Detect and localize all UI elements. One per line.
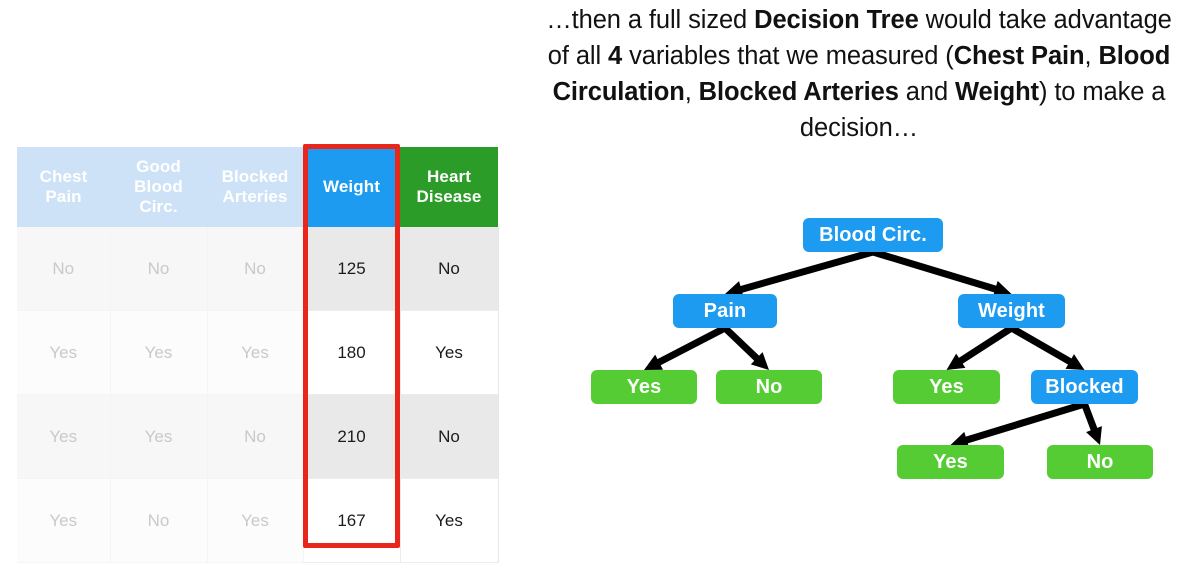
tree-node-label: Yes [626,375,662,398]
tree-node-weight-yes: Yes [893,370,1000,404]
tree-node-blocked: Blocked [1031,370,1138,404]
tree-node-blocked-no: No [1047,445,1153,479]
caption-emphasis: Chest Pain [953,42,1085,70]
tree-edge-arrowhead [992,280,1012,298]
tree-edge-arrowhead [950,431,970,449]
caption-emphasis: 4 [608,42,623,70]
tree-node-label: Yes [929,375,964,398]
tree-edge-line [722,325,765,367]
caption-segment: would take advantage of all [547,6,1172,70]
column-header-weight: Weight [303,147,400,227]
caption-segment: , [1084,42,1099,70]
tree-node-blocked-yes: Yes [897,445,1004,479]
tree-node-pain-yes: Yes [591,370,697,404]
cell-weight: 210 [303,394,401,479]
tree-node-weight: Weight [958,294,1065,328]
caption-emphasis: Weight [955,78,1039,106]
cell-heart-disease: No [400,394,499,479]
tree-node-label: Weight [978,299,1045,322]
table-row: No No No 125 No [17,227,499,311]
tree-node-label: No [1086,450,1114,473]
cell-heart-disease: Yes [400,310,499,395]
table-row: Yes Yes Yes 180 Yes [17,310,499,395]
cell-good-blood-circ: No [110,478,208,563]
tree-edge-line [650,324,727,369]
tree-edge-line [1009,324,1079,369]
cell-weight: 180 [303,310,401,395]
tree-edge-arrowhead [644,354,664,370]
caption-segment: and [898,78,956,106]
caption-emphasis: Blocked Arteries [698,78,899,106]
tree-edge-arrowhead [725,281,744,298]
table-row: Yes Yes No 210 No [17,394,499,479]
cell-weight: 125 [303,227,401,311]
tree-node-label: Pain [703,299,747,322]
cell-blocked-arteries: Yes [207,310,304,395]
tree-node-label: Blood Circ. [819,223,927,246]
cell-heart-disease: No [400,227,499,311]
tree-edge-arrowhead [1086,426,1102,445]
caption-emphasis: Blood Circulation [552,42,1171,106]
tree-node-label: Yes [933,450,968,473]
cell-weight: 167 [303,478,401,563]
caption-segment: , [684,78,699,106]
cell-chest-pain: Yes [17,394,111,479]
caption-segment: variables that we measured ( [622,42,954,70]
tree-edge-line [952,325,1014,368]
tree-edges [644,248,1102,449]
tree-edge-arrowhead [946,353,966,370]
tree-node-pain-no: No [716,370,822,404]
tree-edge-line [958,400,1086,446]
cell-blocked-arteries: Yes [207,478,304,563]
caption-segment: ) to make a decision… [799,78,1166,142]
tree-node-root: Blood Circ. [803,218,943,252]
tree-edge-line [871,248,1004,295]
tree-edge-arrowhead [750,352,769,370]
caption-emphasis: Decision Tree [754,6,919,34]
tree-node-label: Blocked [1045,375,1124,398]
cell-chest-pain: Yes [17,310,111,395]
tree-node-label: No [755,375,783,398]
caption-segment: …then a full sized [546,6,755,34]
tree-node-pain: Pain [673,294,777,328]
cell-chest-pain: Yes [17,478,111,563]
caption-text: …then a full sized Decision Tree would t… [534,2,1184,146]
cell-good-blood-circ: Yes [110,310,208,395]
cell-chest-pain: No [17,227,111,311]
tree-edge-arrowhead [1065,354,1085,370]
tree-edge-line [733,248,874,295]
cell-blocked-arteries: No [207,394,304,479]
cell-good-blood-circ: Yes [110,394,208,479]
cell-good-blood-circ: No [110,227,208,311]
cell-blocked-arteries: No [207,227,304,311]
cell-heart-disease: Yes [400,478,499,563]
table-row: Yes No Yes 167 Yes [17,478,499,563]
